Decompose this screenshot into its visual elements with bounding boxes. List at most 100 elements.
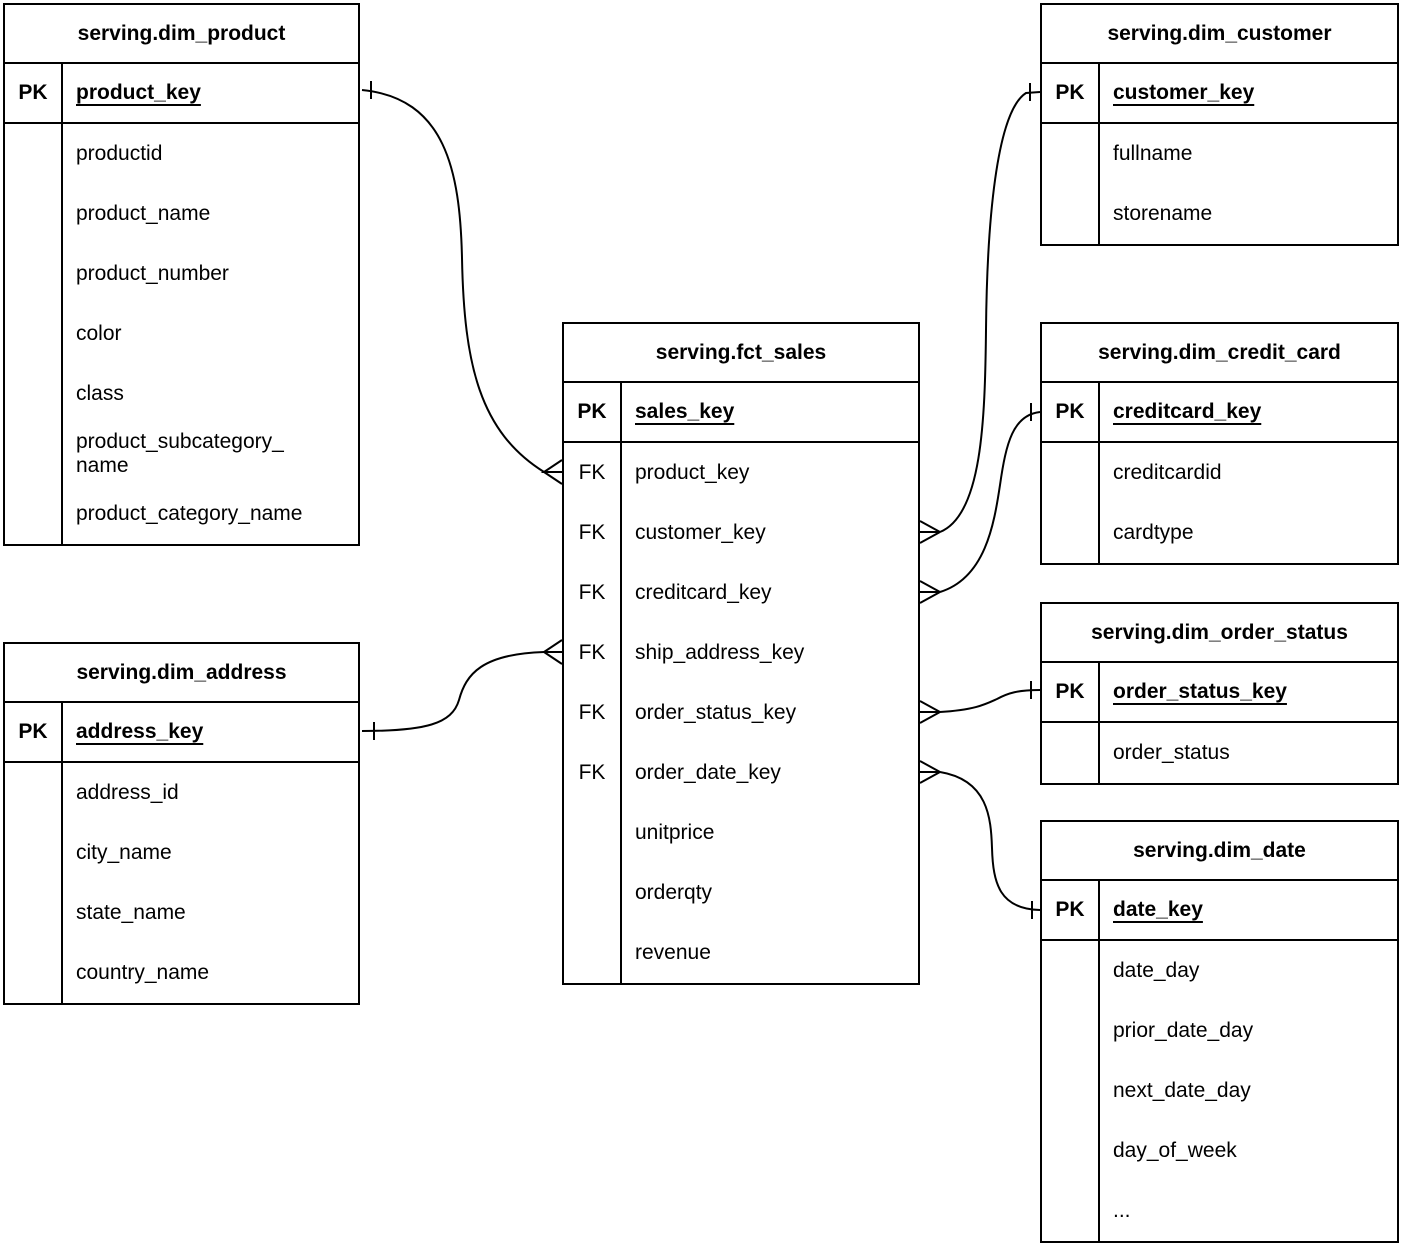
relationship-line[interactable] — [939, 411, 1041, 593]
pk-badge: PK — [1042, 663, 1100, 721]
key-badge — [5, 364, 61, 424]
fk-badge: FK — [578, 701, 606, 724]
field-name: product_number — [76, 261, 229, 285]
key-badge — [1042, 723, 1098, 783]
table-dim-address[interactable]: serving.dim_address PK address_key addre… — [3, 642, 360, 1005]
pk-field: order_status_key — [1113, 680, 1287, 703]
key-badge — [5, 244, 61, 304]
relationship-line[interactable] — [939, 91, 1041, 533]
table-title: serving.fct_sales — [564, 324, 918, 383]
relationship-fct-sales-order-status[interactable] — [919, 681, 1041, 724]
pk-row: PK customer_key — [1042, 64, 1397, 124]
key-badge — [564, 863, 620, 923]
crow-foot-many-icon — [919, 520, 941, 544]
key-badge — [5, 823, 61, 883]
field-column: order_status — [1100, 723, 1397, 783]
table-title: serving.dim_address — [5, 644, 358, 703]
key-badge — [1042, 184, 1098, 244]
table-body: order_status — [1042, 723, 1397, 783]
key-badge — [5, 484, 61, 544]
crow-foot-many-icon — [919, 760, 941, 784]
crow-foot-many-icon — [540, 639, 563, 665]
key-badge — [1042, 1121, 1098, 1181]
pk-row: PK product_key — [5, 64, 358, 124]
relationship-line[interactable] — [939, 689, 1041, 713]
key-column — [1042, 941, 1100, 1241]
field-name: color — [76, 321, 122, 345]
key-badge — [1042, 1181, 1098, 1241]
fk-badge: FK — [578, 461, 606, 484]
relationship-line[interactable] — [939, 771, 1041, 911]
table-title: serving.dim_credit_card — [1042, 324, 1397, 383]
field-name: product_subcategory_ name — [76, 429, 284, 477]
relationship-fct-sales-date[interactable] — [919, 760, 1041, 919]
table-title: serving.dim_order_status — [1042, 604, 1397, 663]
field-name: day_of_week — [1113, 1138, 1237, 1162]
field-name: revenue — [635, 940, 711, 964]
pk-badge: PK — [5, 703, 63, 761]
key-column — [1042, 723, 1100, 783]
key-column — [1042, 124, 1100, 244]
key-badge — [5, 424, 61, 484]
table-body: address_id city_name state_name country_… — [5, 763, 358, 1003]
table-fct-sales[interactable]: serving.fct_sales PK sales_key FK FK FK … — [562, 322, 920, 985]
relationship-fct-sales-address[interactable] — [361, 639, 563, 740]
field-name: date_day — [1113, 958, 1200, 982]
table-body: FK FK FK FK FK FK product_key customer_k… — [564, 443, 918, 983]
key-badge — [564, 923, 620, 983]
fk-badge: FK — [578, 761, 606, 784]
field-name: prior_date_day — [1113, 1018, 1254, 1042]
key-badge — [5, 304, 61, 364]
field-column: productid product_name product_number co… — [63, 124, 358, 544]
relationship-fct-sales-customer[interactable] — [919, 83, 1041, 544]
table-body: creditcardid cardtype — [1042, 443, 1397, 563]
key-badge — [1042, 503, 1098, 563]
field-column: date_day prior_date_day next_date_day da… — [1100, 941, 1397, 1241]
fk-badge: FK — [578, 581, 606, 604]
relationship-line[interactable] — [361, 89, 545, 473]
key-badge — [5, 883, 61, 943]
field-column: fullname storename — [1100, 124, 1397, 244]
field-name: creditcardid — [1113, 460, 1222, 484]
pk-field: address_key — [76, 720, 204, 743]
key-badge — [1042, 443, 1098, 503]
relationship-fct-sales-credit-card[interactable] — [919, 403, 1041, 604]
relationship-line[interactable] — [361, 651, 545, 732]
pk-field: product_key — [76, 81, 201, 104]
table-dim-credit-card[interactable]: serving.dim_credit_card PK creditcard_ke… — [1040, 322, 1399, 565]
pk-badge: PK — [1042, 881, 1100, 939]
key-badge — [1042, 1001, 1098, 1061]
field-name: address_id — [76, 780, 179, 804]
pk-badge: PK — [1042, 64, 1100, 122]
key-badge — [1042, 941, 1098, 1001]
field-name: country_name — [76, 960, 210, 984]
key-badge — [1042, 1061, 1098, 1121]
field-name: state_name — [76, 900, 186, 924]
table-title: serving.dim_date — [1042, 822, 1397, 881]
table-dim-date[interactable]: serving.dim_date PK date_key date_day pr… — [1040, 820, 1399, 1243]
field-name: creditcard_key — [635, 580, 772, 604]
table-dim-product[interactable]: serving.dim_product PK product_key produ… — [3, 3, 360, 546]
field-name: class — [76, 381, 124, 405]
key-badge — [5, 184, 61, 244]
table-body: fullname storename — [1042, 124, 1397, 244]
table-dim-customer[interactable]: serving.dim_customer PK customer_key ful… — [1040, 3, 1399, 246]
field-name: ship_address_key — [635, 640, 805, 664]
field-column: product_key customer_key creditcard_key … — [622, 443, 918, 983]
table-body: productid product_name product_number co… — [5, 124, 358, 544]
table-body: date_day prior_date_day next_date_day da… — [1042, 941, 1397, 1241]
crow-foot-many-icon — [540, 459, 563, 485]
key-badge — [5, 943, 61, 1003]
relationship-fct-sales-product[interactable] — [361, 81, 563, 485]
key-badge — [5, 763, 61, 823]
table-title: serving.dim_product — [5, 5, 358, 64]
pk-row: PK address_key — [5, 703, 358, 763]
key-badge — [5, 124, 61, 184]
field-column: creditcardid cardtype — [1100, 443, 1397, 563]
field-name: customer_key — [635, 520, 766, 544]
key-column: FK FK FK FK FK FK — [564, 443, 622, 983]
crow-foot-many-icon — [919, 700, 941, 724]
field-name: product_name — [76, 201, 211, 225]
table-dim-order-status[interactable]: serving.dim_order_status PK order_status… — [1040, 602, 1399, 785]
pk-badge: PK — [564, 383, 622, 441]
